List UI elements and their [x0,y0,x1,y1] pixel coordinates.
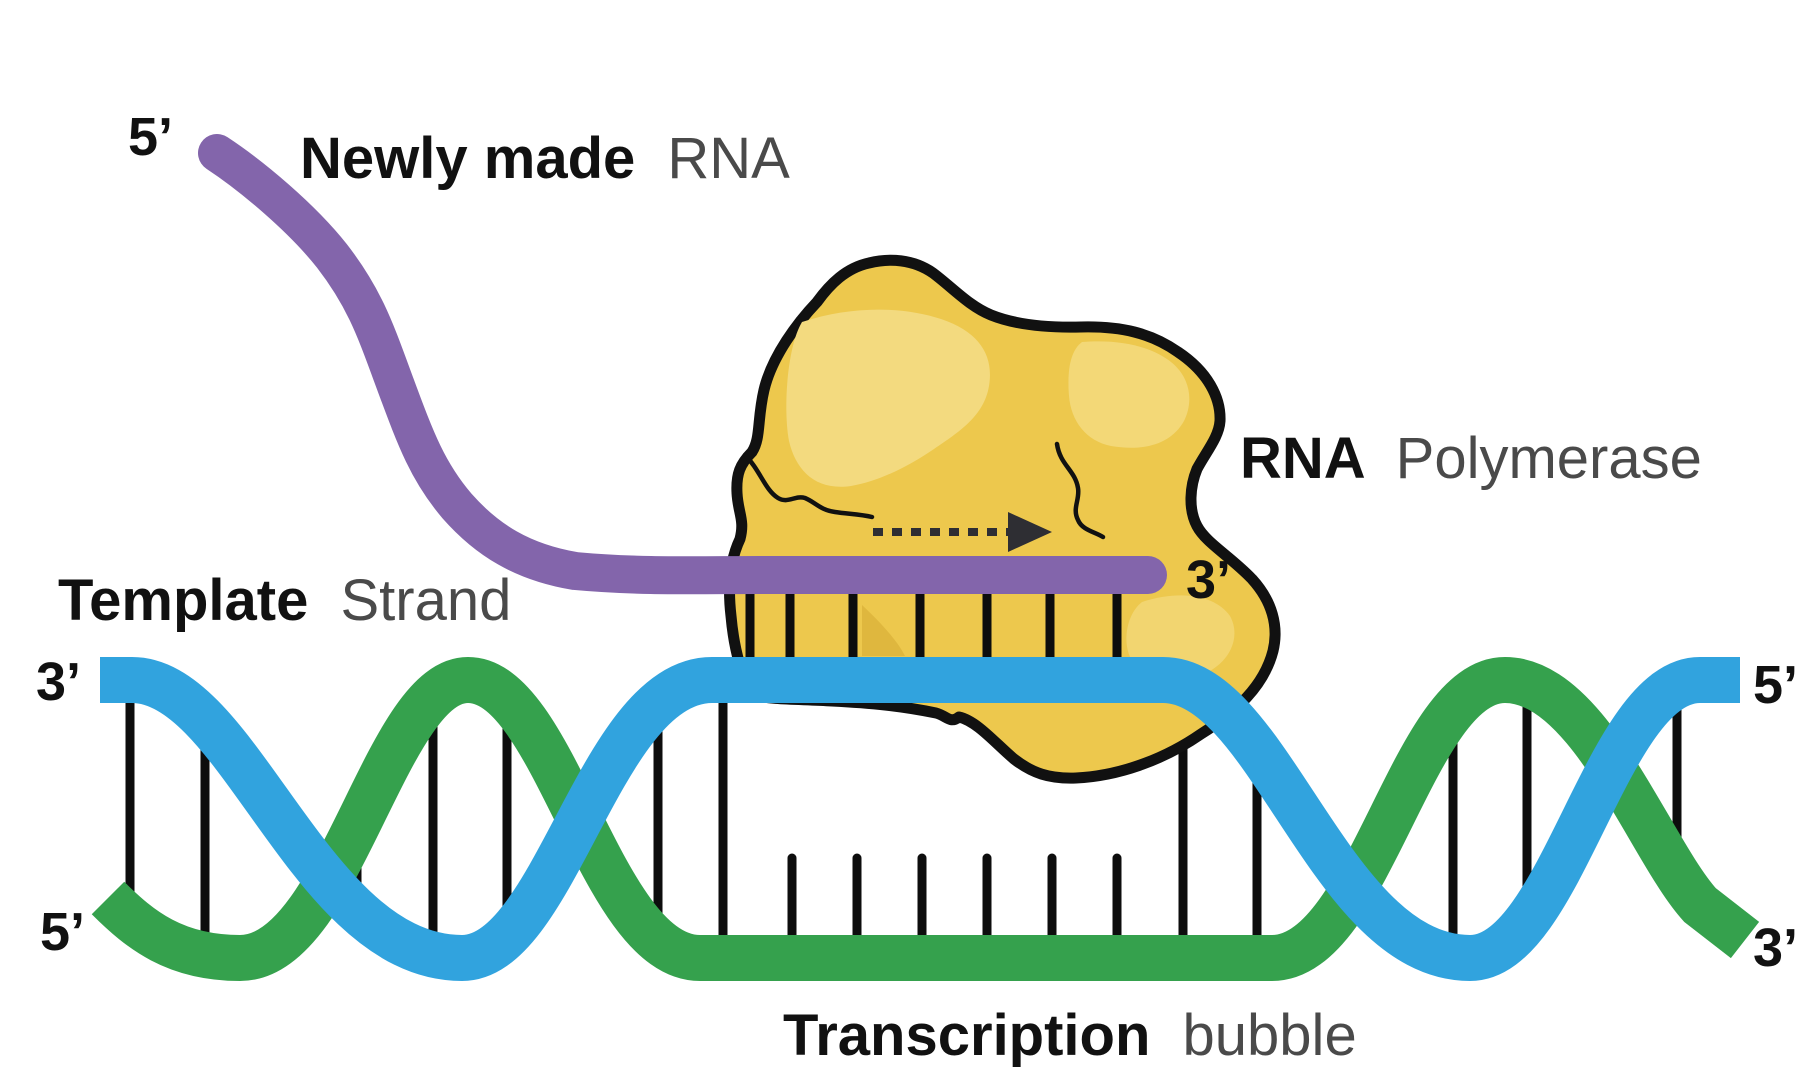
template-strand [100,657,1740,982]
polymerase-highlight [786,309,990,487]
transcription-direction-arrow [873,512,1052,552]
transcription-bubble-label-rest: bubble [1183,1003,1357,1068]
template-strand-label-bold: Template [58,568,308,633]
transcription-bubble-label: Transcription bubble [783,1003,1357,1068]
dna-left-top-prime-label: 3’ [36,652,81,712]
dna-right-bottom-prime-label: 3’ [1753,918,1798,978]
polymerase-crack [742,452,875,520]
coding-strand [91,656,1760,982]
arrow-head-icon [1008,512,1052,552]
rna-polymerase [724,254,1281,784]
newly-made-rna-label-bold: Newly made [300,126,635,191]
newly-made-rna-label-rest: RNA [667,126,790,191]
rna-polymerase-label-rest: Polymerase [1396,426,1702,491]
rna-polymerase-label: RNA Polymerase [1240,426,1702,491]
dna-left-bottom-prime-label: 5’ [40,902,85,962]
transcription-bubble-label-bold: Transcription [783,1003,1150,1068]
polymerase-highlight [1068,341,1190,448]
template-strand-label-rest: Strand [340,568,511,633]
rna-5prime-label: 5’ [128,107,173,167]
rna-3prime-label: 3’ [1186,550,1231,610]
dna-right-top-prime-label: 5’ [1753,655,1798,715]
template-strand-label: Template Strand [58,568,511,633]
rna-polymerase-label-bold: RNA [1240,426,1365,491]
polymerase-shade [862,605,905,656]
rna-strand [198,134,1167,595]
newly-made-rna-label: Newly made RNA [300,126,790,191]
polymerase-crack [1054,441,1106,540]
